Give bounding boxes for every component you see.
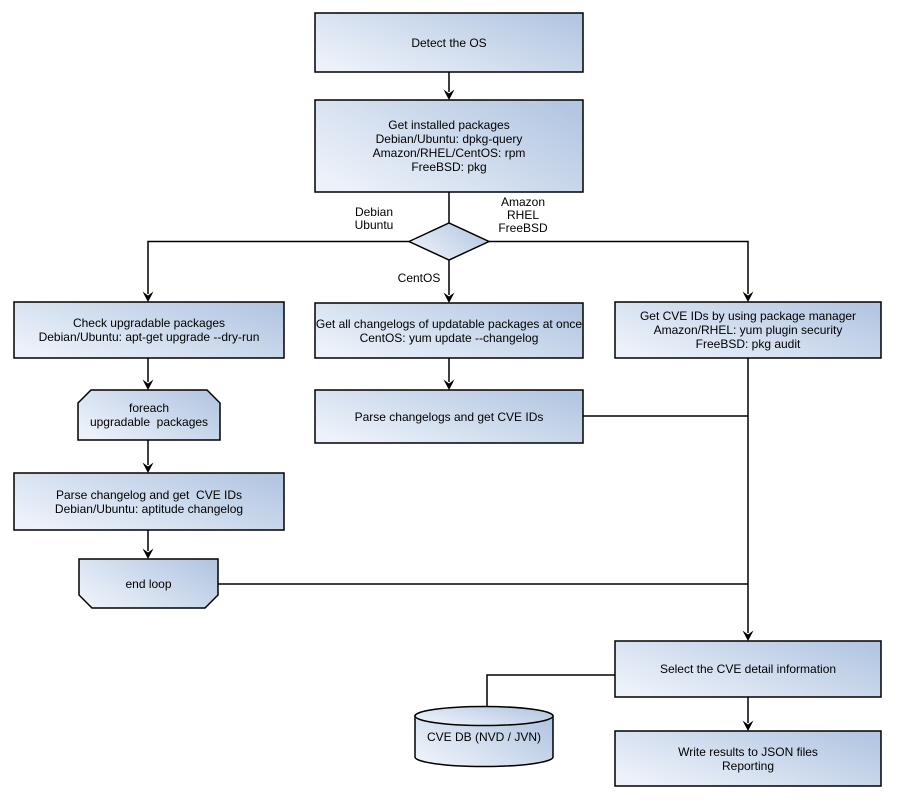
node-get-installed-packages: [314, 99, 584, 193]
node-get-cve-ids: [614, 301, 882, 359]
edge-changelogs-to-parse: [443, 358, 455, 390]
node-cve-db-cylinder: [414, 705, 554, 768]
node-end-loop: [78, 558, 219, 609]
edge-foreach-to-parse: [142, 440, 154, 473]
node-get-all-changelogs: [314, 302, 584, 359]
edge-parse-to-endloop: [142, 530, 154, 559]
node-foreach-loop: [77, 389, 221, 441]
edge-cvedb-to-select: [486, 674, 615, 710]
node-write-results: [614, 730, 882, 787]
node-os-decision-diamond: [407, 222, 491, 261]
edge-detect-to-installed: [443, 72, 455, 100]
edge-select-to-write: [742, 697, 754, 731]
node-select-cve-detail: [614, 640, 882, 698]
edge-decision-amazon-rhel-freebsd: [489, 240, 754, 302]
node-parse-changelogs: [314, 389, 584, 444]
edge-getcve-to-select: [742, 358, 754, 641]
node-check-upgradable: [13, 301, 285, 359]
node-detect-os: [314, 12, 584, 73]
edge-check-to-foreach: [142, 358, 154, 390]
edge-decision-debian-ubuntu: [142, 240, 409, 302]
edge-decision-centos: [443, 260, 455, 303]
node-parse-changelog: [13, 472, 285, 531]
